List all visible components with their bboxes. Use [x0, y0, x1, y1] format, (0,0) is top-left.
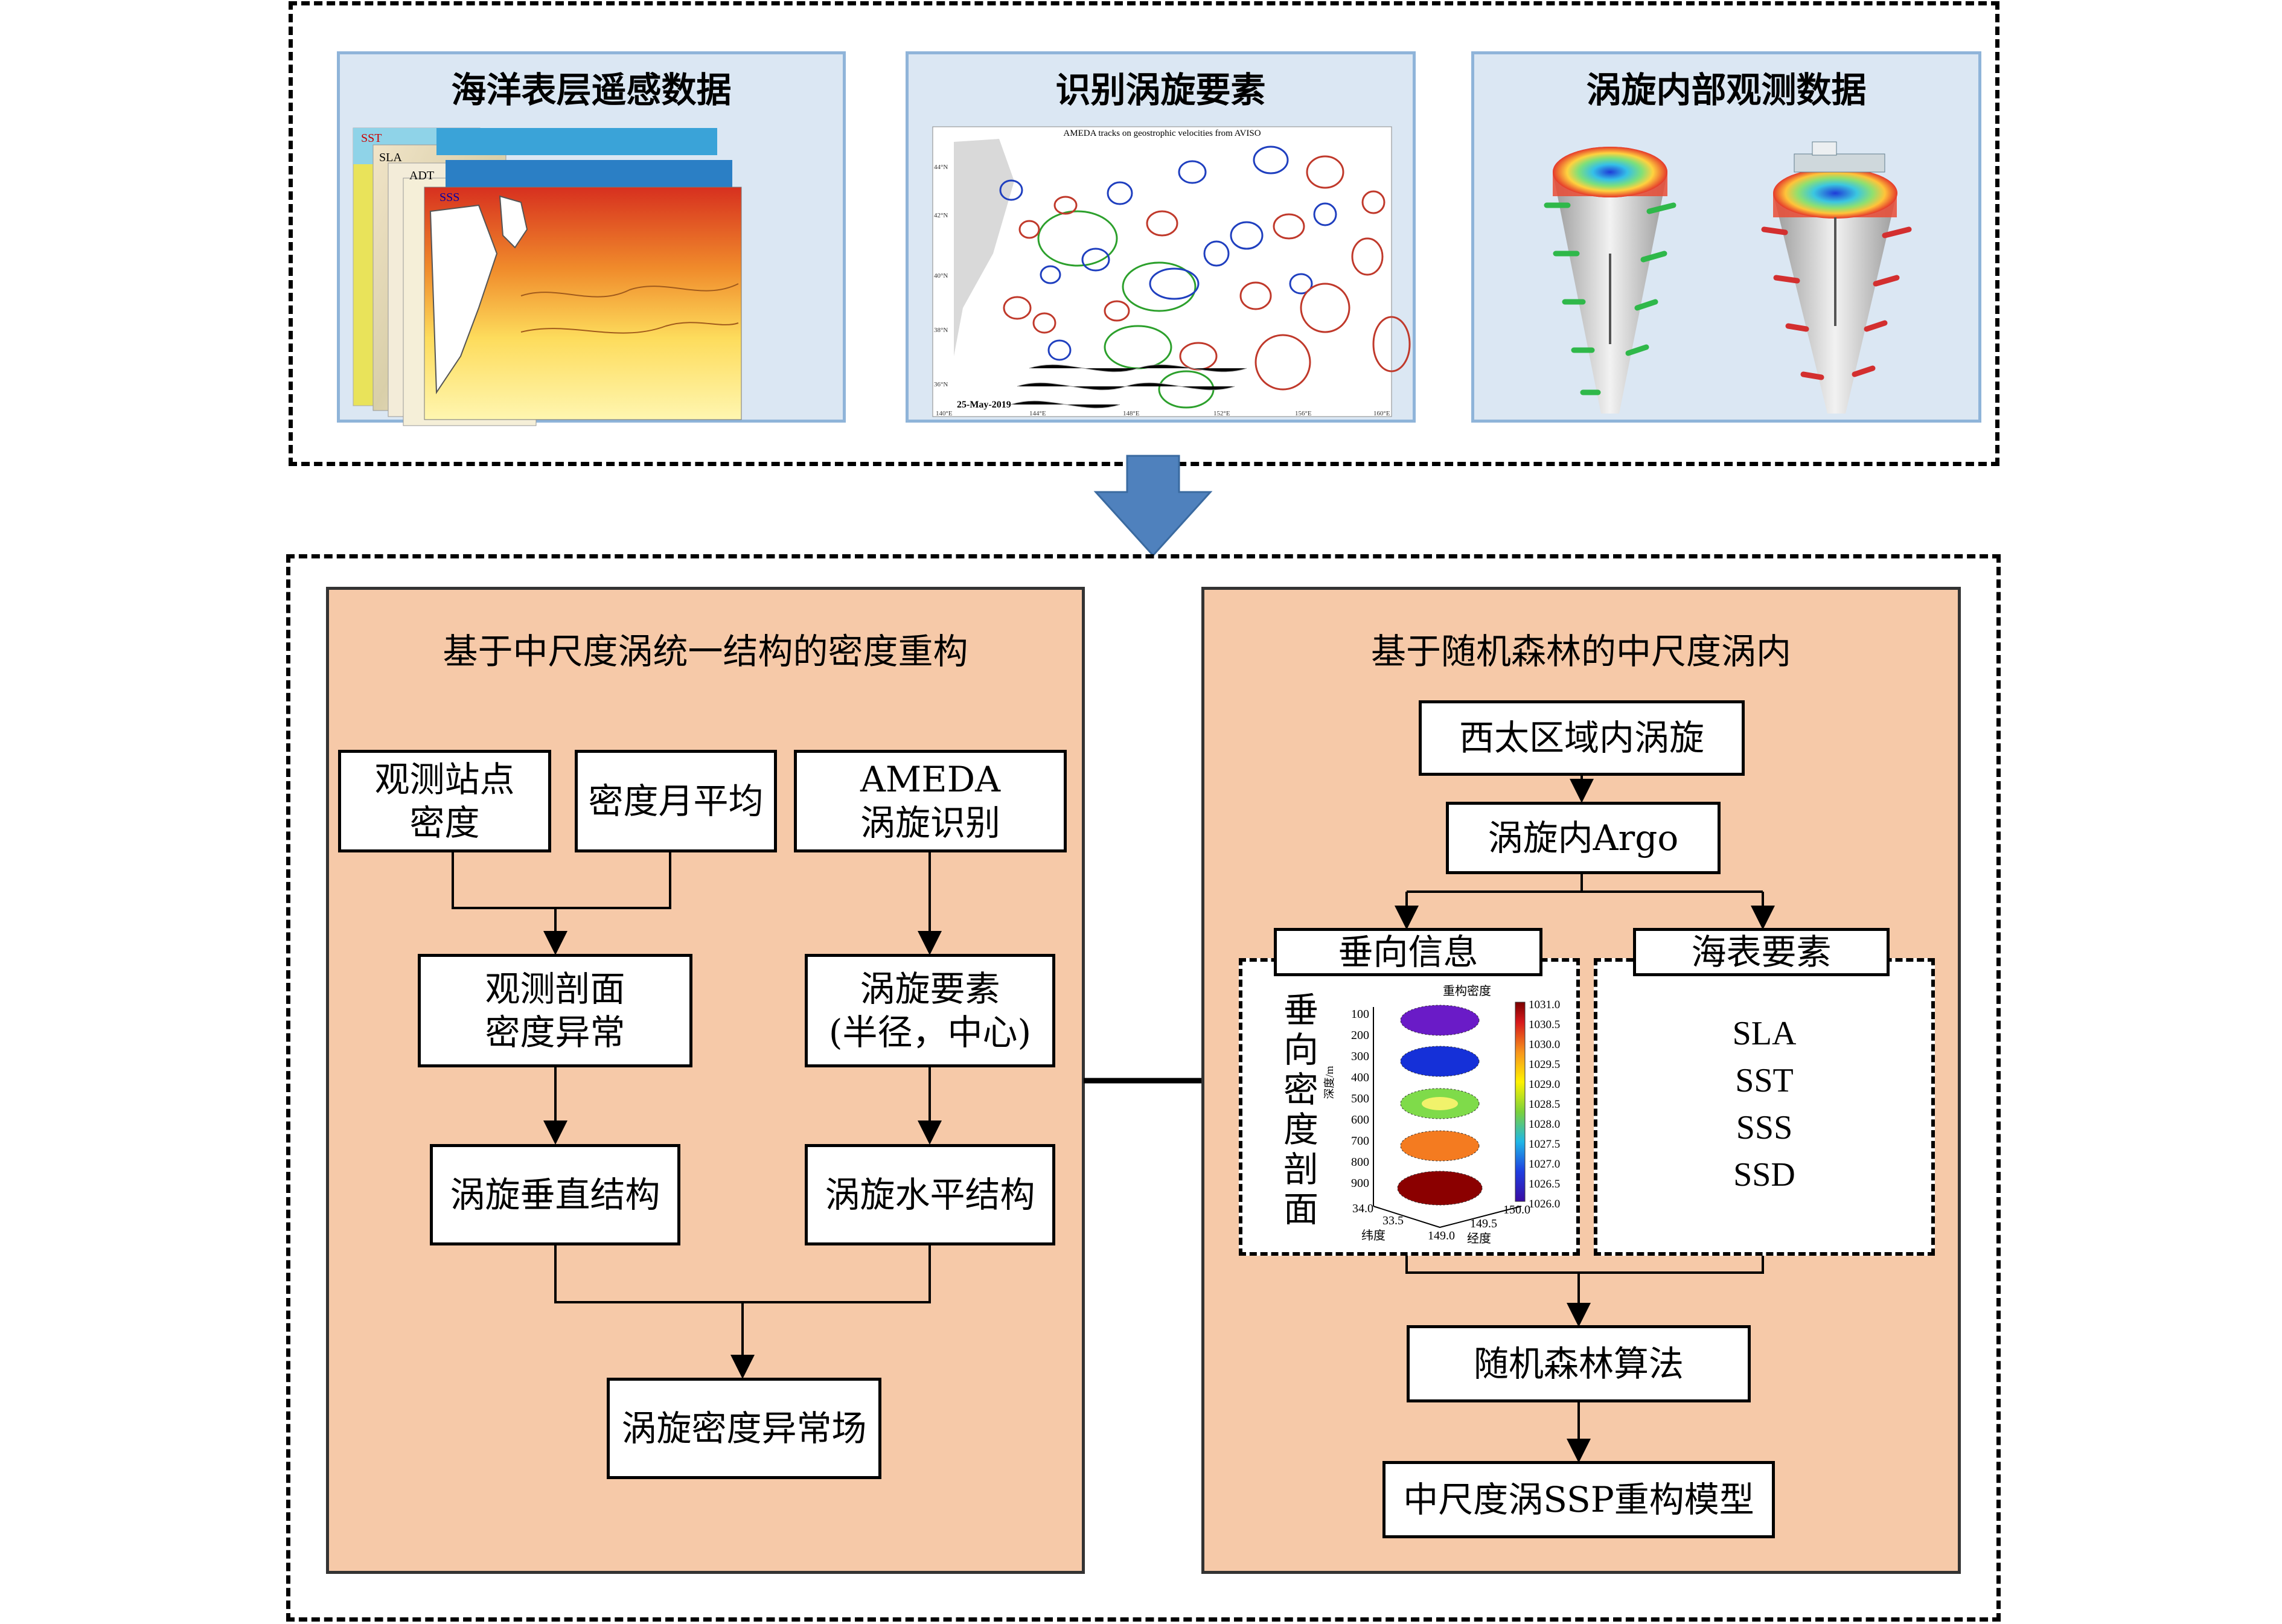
svg-text:1028.5: 1028.5: [1529, 1098, 1560, 1111]
svg-text:160°E: 160°E: [1373, 410, 1390, 417]
svg-text:148°E: 148°E: [1123, 410, 1140, 417]
box-density-monthly-mean: 密度月平均: [575, 750, 777, 852]
box-eddy-density-anomaly-field: 涡旋密度异常场: [607, 1378, 881, 1479]
svg-text:ADT: ADT: [409, 169, 434, 182]
svg-text:1026.0: 1026.0: [1529, 1198, 1560, 1210]
density-slices-plot: 重构密度 深度/m 100 200 300 400 500 600 700 80…: [1323, 984, 1560, 1245]
right-connectors: [1395, 776, 1775, 1463]
box-ameda-identification: AMEDA 涡旋识别: [794, 750, 1067, 852]
svg-text:150.0: 150.0: [1503, 1203, 1530, 1216]
svg-text:1029.0: 1029.0: [1529, 1078, 1560, 1091]
svg-text:144°E: 144°E: [1029, 410, 1046, 417]
surface-item-sst: SST: [1735, 1062, 1794, 1099]
surface-item-ssd: SSD: [1733, 1156, 1795, 1194]
svg-text:36°N: 36°N: [934, 381, 948, 388]
flow-down-arrow: [1093, 455, 1213, 557]
svg-text:1031.0: 1031.0: [1529, 999, 1560, 1011]
left-connectors: [452, 852, 942, 1379]
svg-text:800: 800: [1351, 1156, 1369, 1169]
svg-text:152°E: 152°E: [1213, 410, 1230, 417]
box-eddy-vertical-structure: 涡旋垂直结构: [430, 1144, 680, 1245]
svg-text:600: 600: [1351, 1113, 1369, 1127]
eddy-cones-image: [1544, 141, 1912, 414]
svg-text:149.5: 149.5: [1470, 1217, 1497, 1230]
svg-text:SSS: SSS: [439, 191, 459, 204]
svg-text:1027.0: 1027.0: [1529, 1158, 1560, 1171]
box-random-forest-algorithm: 随机森林算法: [1407, 1325, 1751, 1402]
svg-text:200: 200: [1351, 1029, 1369, 1042]
svg-text:500: 500: [1351, 1092, 1369, 1105]
box-west-pacific-eddies: 西太区域内涡旋: [1419, 700, 1745, 776]
box-eddy-elements: 涡旋要素 (半径，中心): [805, 954, 1055, 1067]
svg-text:重构密度: 重构密度: [1443, 984, 1491, 998]
svg-text:AMEDA tracks on geostrophic ve: AMEDA tracks on geostrophic velocities f…: [1063, 129, 1261, 138]
panel-eddy-observation: 涡旋内部观测数据: [1471, 51, 1981, 423]
svg-text:140°E: 140°E: [936, 410, 953, 417]
svg-text:34.0: 34.0: [1352, 1202, 1373, 1215]
svg-text:400: 400: [1351, 1071, 1369, 1084]
svg-text:1028.0: 1028.0: [1529, 1118, 1560, 1131]
svg-text:1030.0: 1030.0: [1529, 1038, 1560, 1051]
panel-remote-sensing-title: 海洋表层遥感数据: [451, 69, 732, 110]
svg-text:156°E: 156°E: [1295, 410, 1312, 417]
svg-text:33.5: 33.5: [1382, 1214, 1404, 1227]
box-argo-in-eddy: 涡旋内Argo: [1446, 802, 1721, 874]
svg-text:SLA: SLA: [379, 151, 402, 164]
svg-text:700: 700: [1351, 1134, 1369, 1148]
panel-eddy-observation-title: 涡旋内部观测数据: [1586, 69, 1867, 110]
svg-text:149.0: 149.0: [1428, 1229, 1455, 1242]
svg-text:40°N: 40°N: [934, 272, 948, 280]
box-station-density: 观测站点 密度: [338, 750, 551, 852]
panel-eddy-identification: 识别涡旋要素 AMEDA tracks on geostrophic veloc…: [906, 51, 1416, 423]
box-eddy-horizontal-structure: 涡旋水平结构: [805, 1144, 1055, 1245]
svg-text:1026.5: 1026.5: [1529, 1178, 1560, 1191]
panel-remote-sensing: 海洋表层遥感数据 SST SLA ADT SSS: [337, 51, 846, 426]
right-section-title: 基于随机森林的中尺度涡内: [1370, 631, 1791, 672]
surface-item-sla: SLA: [1732, 1015, 1797, 1052]
ameda-eddy-map-image: AMEDA tracks on geostrophic velocities f…: [932, 126, 1411, 417]
left-section-title: 基于中尺度涡统一结构的密度重构: [443, 631, 968, 672]
box-ssp-reconstruction-model: 中尺度涡SSP重构模型: [1382, 1461, 1775, 1538]
svg-text:100: 100: [1351, 1008, 1369, 1021]
surface-item-sss: SSS: [1736, 1109, 1793, 1146]
svg-text:42°N: 42°N: [934, 212, 948, 219]
svg-text:25-May-2019: 25-May-2019: [957, 400, 1011, 410]
panel-eddy-identification-title: 识别涡旋要素: [1055, 69, 1266, 110]
svg-text:44°N: 44°N: [934, 164, 948, 171]
svg-text:900: 900: [1351, 1177, 1369, 1190]
box-profile-density-anomaly: 观测剖面 密度异常: [418, 954, 692, 1067]
svg-text:纬度: 纬度: [1361, 1229, 1386, 1242]
svg-text:1027.5: 1027.5: [1529, 1138, 1560, 1151]
svg-text:深度/m: 深度/m: [1323, 1066, 1335, 1099]
bottom-dashed-frame: [286, 554, 2001, 1622]
svg-text:经度: 经度: [1467, 1232, 1491, 1245]
svg-text:38°N: 38°N: [934, 327, 948, 334]
svg-text:SST: SST: [361, 132, 382, 145]
svg-text:300: 300: [1351, 1050, 1369, 1063]
vertical-density-profile-label: 垂向密度剖面: [1283, 989, 1318, 1230]
svg-text:1029.5: 1029.5: [1529, 1058, 1560, 1071]
remote-sensing-layers-image: SST SLA ADT SSS: [353, 127, 742, 426]
svg-text:1030.5: 1030.5: [1529, 1018, 1560, 1031]
